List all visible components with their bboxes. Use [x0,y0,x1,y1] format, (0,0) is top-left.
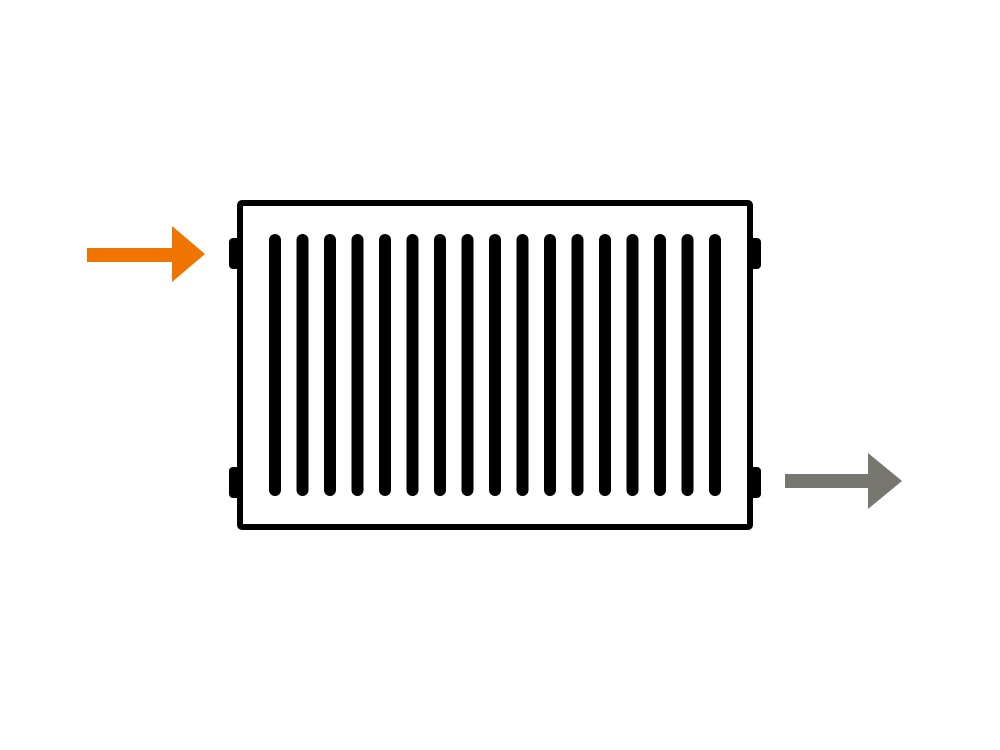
radiator-fin [324,234,336,496]
radiator-fin [269,234,281,496]
inlet-arrow-shaft [87,248,175,262]
radiator-fin [709,234,721,496]
radiator-fin [681,234,694,496]
radiator-fin [489,234,501,496]
inlet-arrow-head [172,226,205,282]
radiator-fin [599,234,611,496]
radiator-fin [461,234,474,496]
radiator-fin [379,234,391,496]
radiator-fin [626,234,639,496]
radiator-fin [296,234,309,496]
inlet-arrow-icon [87,226,205,282]
radiator-fin [571,234,584,496]
outlet-arrow-head [868,453,902,509]
radiator-fin [351,234,364,496]
radiator-fin [516,234,529,496]
outlet-arrow-icon [785,453,902,509]
radiator-fin [654,234,666,496]
outlet-arrow-shaft [785,474,871,488]
radiator-fin [544,234,556,496]
radiator-fin [434,234,446,496]
radiator-fin [406,234,419,496]
radiator-fins [269,234,721,496]
